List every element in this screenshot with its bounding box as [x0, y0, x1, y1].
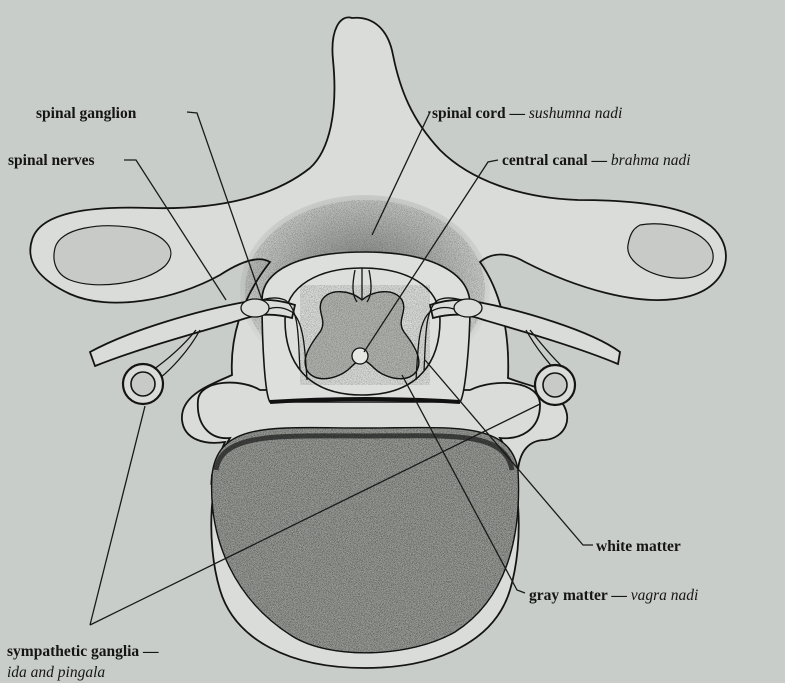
left-sympathetic-ganglion: [123, 364, 163, 404]
label-central-canal: central canal — brahma nadi: [502, 152, 691, 169]
label-white-matter: white matter: [596, 538, 681, 555]
spinal-cord: [262, 252, 470, 402]
label-sympathetic-ganglia-alt: ida and pingala: [7, 664, 105, 681]
label-gray-matter: gray matter — vagra nadi: [529, 587, 698, 604]
vertebral-body: [198, 383, 540, 670]
label-spinal-cord: spinal cord — sushumna nadi: [432, 105, 622, 122]
label-spinal-ganglion: spinal ganglion: [36, 105, 137, 122]
label-sympathetic-ganglia: sympathetic ganglia —: [7, 643, 159, 660]
right-sympathetic-ganglion: [535, 365, 575, 405]
label-spinal-nerves: spinal nerves: [8, 152, 95, 169]
